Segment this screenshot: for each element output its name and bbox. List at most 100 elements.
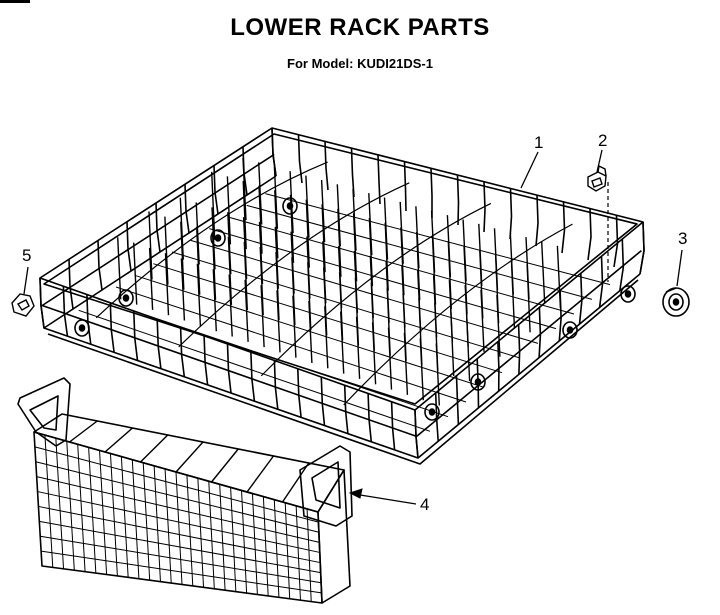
silverware-basket-drawing xyxy=(17,377,353,604)
callout-3: 3 xyxy=(676,229,687,287)
rack-tine xyxy=(273,166,279,229)
rack-tine xyxy=(462,219,467,282)
rack-side-wire-right xyxy=(517,324,521,375)
rack-floor-wire xyxy=(78,309,431,432)
rack-wheel-hub xyxy=(624,290,632,298)
rack-floor-wire xyxy=(115,286,467,403)
rack-tine xyxy=(258,185,263,254)
rack-tine xyxy=(415,206,420,269)
model-subtitle: For Model: KUDI21DS-1 xyxy=(287,56,433,71)
basket-grid-vertical xyxy=(66,441,75,571)
basket-grid-vertical xyxy=(153,465,161,582)
rack-side-wire-right xyxy=(497,341,500,392)
rack-wheel xyxy=(210,229,226,247)
basket-compartment-divider xyxy=(281,462,310,503)
rack-wheel xyxy=(620,285,636,303)
basket-grid-horizontal xyxy=(39,520,321,574)
rack-tine xyxy=(368,193,373,256)
callout-number-5: 5 xyxy=(22,246,31,265)
rack-side-wire-back xyxy=(613,215,619,268)
rack-divider-wire xyxy=(178,182,410,348)
rack-tine xyxy=(541,241,546,304)
rack-side-wire-left xyxy=(68,259,74,310)
rack-side-wire-front xyxy=(226,343,232,394)
rack-wheel xyxy=(74,319,90,337)
rack-tine xyxy=(196,226,201,295)
rack-tine xyxy=(164,253,170,316)
rack-tine xyxy=(337,246,343,309)
rack-tine xyxy=(509,232,514,295)
rack-side-wire-left xyxy=(184,184,190,234)
rack-side-wire-right xyxy=(434,392,439,442)
rack-side-wire-back xyxy=(403,161,407,212)
callout-number-1: 1 xyxy=(534,133,543,152)
rack-tine xyxy=(321,204,326,273)
rack-tine xyxy=(336,184,341,247)
rack-side-wire-front xyxy=(250,352,256,402)
basket-grid-vertical xyxy=(88,447,97,574)
rack-tine xyxy=(478,223,483,286)
rack-wheel-hub xyxy=(286,202,294,210)
rack-side-wire-right xyxy=(414,409,419,459)
basket-grid-vertical xyxy=(99,450,108,575)
rack-wheel-hub xyxy=(78,324,86,332)
callout-number-4: 4 xyxy=(420,495,429,514)
rack-tine xyxy=(305,175,310,238)
rack-side-wire-left xyxy=(97,240,103,291)
rack-wheel-hub xyxy=(122,294,130,302)
rack-side-wire-front xyxy=(367,393,373,442)
rack-side-wire-front xyxy=(343,385,349,434)
rack-tine xyxy=(244,279,249,342)
rack-tine xyxy=(258,162,263,225)
rack-side-wire-right xyxy=(538,307,542,358)
rack-wheel xyxy=(282,197,298,215)
rack-tine xyxy=(306,236,311,299)
basket-compartment-divider xyxy=(69,420,98,443)
callout-number-2: 2 xyxy=(598,131,607,150)
basket-grid-vertical xyxy=(284,502,291,599)
rack-floor-wire xyxy=(153,263,503,374)
basket-grid-vertical xyxy=(251,493,258,595)
basket-grid-horizontal xyxy=(34,446,319,523)
rack-tine xyxy=(228,274,233,337)
rack-floor-wire xyxy=(134,274,485,388)
rack-wheel-hub xyxy=(428,408,436,416)
rack-side-wire-back xyxy=(587,208,592,261)
basket-grid-horizontal xyxy=(36,476,320,543)
rack-wheel-hub xyxy=(214,234,222,242)
rack-side-wire-back xyxy=(324,141,329,191)
rack-wheel xyxy=(424,403,440,421)
rack-tine xyxy=(242,181,247,250)
rack-wheel xyxy=(470,373,486,391)
basket-end-face xyxy=(317,469,351,604)
rack-wheel xyxy=(562,321,578,339)
basket-grid-vertical xyxy=(219,484,226,591)
rack-tine xyxy=(117,237,122,300)
rack-tine xyxy=(289,171,294,234)
rack-side-wire-front xyxy=(273,360,279,410)
diagram-title: LOWER RACK PARTS xyxy=(230,14,490,41)
rack-floor-wire xyxy=(246,204,593,300)
rack-tine xyxy=(290,231,295,294)
basket-grid-vertical xyxy=(109,453,118,576)
rack-side-wire-front xyxy=(133,310,139,361)
rack-side-wire-left xyxy=(39,277,45,329)
rack-side-wire-back xyxy=(483,181,486,233)
basket-grid-vertical xyxy=(197,478,205,588)
basket-grid-vertical xyxy=(55,438,65,569)
rack-tine xyxy=(133,242,138,305)
corner-mark xyxy=(0,0,30,3)
rack-side-wire-right xyxy=(455,375,460,425)
basket-compartment-divider xyxy=(175,441,204,473)
rack-divider-wire xyxy=(343,223,573,406)
basket-grid-vertical xyxy=(120,456,129,578)
basket-left-handle-grip xyxy=(29,395,59,431)
basket-compartment-divider xyxy=(104,427,133,453)
rack-tine xyxy=(179,197,184,260)
basket-right-handle xyxy=(299,445,353,527)
basket-grid-vertical xyxy=(295,505,301,601)
rack-side-wire-front xyxy=(297,368,302,418)
rack-side-wire-back xyxy=(456,174,460,226)
rack-side-wire-back xyxy=(535,195,539,247)
